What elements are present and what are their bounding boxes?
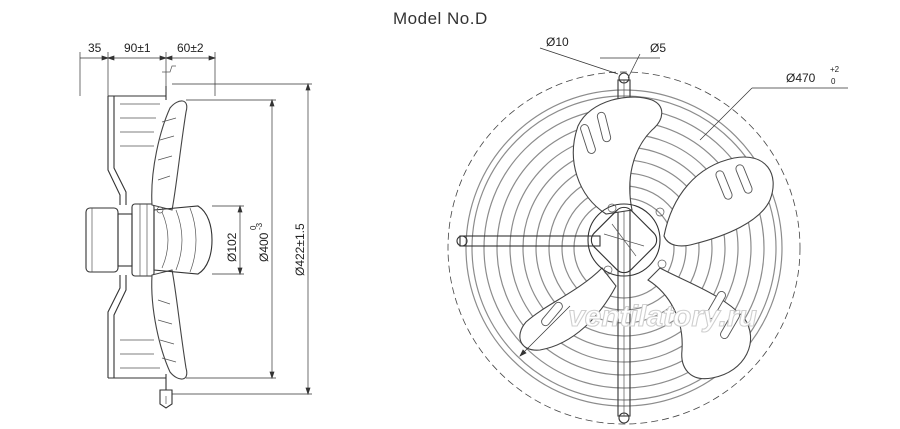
blade-top (572, 96, 663, 215)
dim-400-tol-top: 0 (249, 225, 258, 230)
diameter-dims-side (172, 82, 312, 396)
front-view: Ø10 Ø5 Ø470 +2 0 ventilatory.ru (447, 35, 848, 425)
dim-470-tol-bot: 0 (831, 77, 836, 86)
watermark: ventilatory.ru (568, 300, 757, 333)
guard-frame-side (107, 86, 173, 409)
hub-side (153, 205, 213, 275)
dim-400-tol-bot: -3 (255, 222, 264, 230)
blades-side (151, 100, 188, 380)
dim-60-label: 60±2 (177, 41, 204, 55)
hub-front (587, 203, 667, 277)
blades-front (519, 96, 774, 380)
motor-side (85, 203, 155, 277)
top-dimension-chain (79, 52, 217, 96)
dim-5-label: Ø5 (650, 41, 666, 55)
side-view: 35 90±1 60±2 (79, 41, 312, 409)
blade-left (519, 267, 617, 351)
dim-35-label: 35 (88, 41, 102, 55)
dim-90-label: 90±1 (124, 41, 151, 55)
front-dim-leaders (519, 47, 848, 357)
dim-400-label: Ø400 (257, 232, 271, 262)
outer-diameter-circle (447, 71, 801, 425)
blade-right (663, 156, 774, 247)
dim-422-label: Ø422±1.5 (293, 223, 307, 276)
model-title: Model No.D (393, 9, 488, 28)
dim-470-label: Ø470 (786, 71, 816, 85)
dim-10-label: Ø10 (546, 35, 569, 49)
blade-bottom (647, 267, 752, 380)
dim-470-tol-top: +2 (830, 65, 840, 74)
top-mount-clip (162, 65, 176, 73)
dim-102-label: Ø102 (225, 232, 239, 262)
